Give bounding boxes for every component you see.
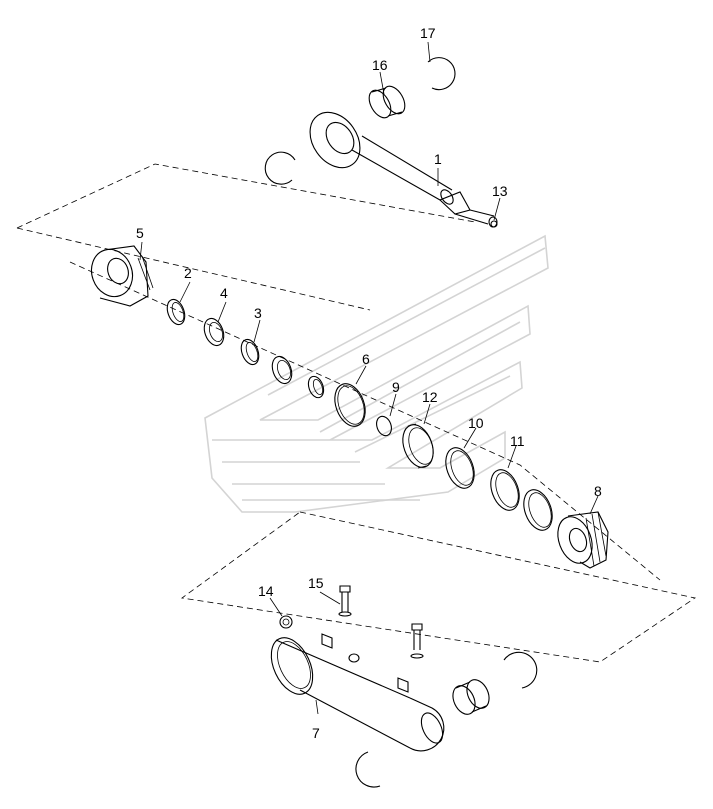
o-ring-part-9 (376, 415, 392, 437)
callout-11: 11 (510, 433, 525, 449)
callout-10: 10 (468, 415, 484, 431)
seal-ring-part-2 (166, 298, 186, 326)
snap-ring-part-17 (427, 57, 456, 91)
watermark-logo (204, 234, 549, 513)
callout-2: 2 (184, 265, 192, 281)
seal-ring-part-4 (203, 317, 225, 347)
callout-12: 12 (422, 389, 438, 405)
callout-15: 15 (308, 575, 324, 591)
callout-1: 1 (434, 151, 442, 167)
callout-7: 7 (312, 725, 320, 741)
callout-4: 4 (220, 285, 228, 301)
seal-ring-unlabeled-c (523, 489, 553, 531)
callout-5: 5 (136, 225, 144, 241)
callout-8: 8 (594, 483, 602, 499)
rod-eye-snap-ring-left (264, 151, 296, 185)
gland-part-5 (90, 245, 154, 307)
callout-6: 6 (362, 351, 370, 367)
cylinder-barrel-part-7 (270, 633, 445, 752)
barrel-snap-ring-right (503, 651, 538, 689)
barrel-bushing-unlabeled (452, 679, 490, 715)
callout-14: 14 (258, 583, 274, 599)
seal-ring-part-3 (240, 338, 260, 366)
callout-labels: 1 2 3 4 5 6 7 8 9 10 11 12 13 14 15 16 1… (136, 25, 602, 741)
callout-16: 16 (372, 57, 388, 73)
grease-fitting-part-14 (279, 615, 293, 629)
rod-eye-bushing-part-16 (368, 85, 406, 119)
barrel-snap-ring-left (355, 751, 381, 788)
piston-seal-part-12 (402, 423, 434, 469)
assembly-guide-lines (16, 163, 697, 663)
callout-3: 3 (254, 305, 262, 321)
o-ring-part-6 (334, 383, 366, 427)
piston-part-8 (557, 511, 609, 569)
callout-17: 17 (420, 25, 436, 41)
oil-port-plug-part-15 (338, 585, 352, 617)
piston-rod-part-1 (309, 111, 498, 228)
wear-ring-part-10 (445, 447, 475, 489)
oil-port-plug-unlabeled (410, 623, 424, 659)
callout-13: 13 (492, 183, 508, 199)
seal-ring-unlabeled-a (271, 355, 293, 385)
seal-ring-unlabeled-b (307, 375, 325, 399)
grease-fitting-part-13 (490, 220, 498, 228)
wear-ring-part-11 (490, 469, 520, 511)
callout-9: 9 (392, 379, 400, 395)
leader-lines (139, 41, 599, 715)
